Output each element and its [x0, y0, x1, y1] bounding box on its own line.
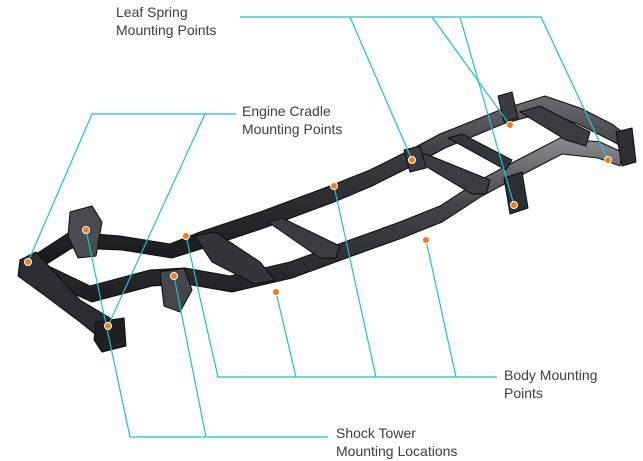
marker-leaf-spring-3 — [507, 122, 514, 129]
near-side-rail — [22, 138, 622, 302]
shock-tower-label: Shock Tower Mounting Locations — [336, 424, 457, 460]
leaf-spring-leader — [240, 17, 608, 160]
engine-cradle-leader-2 — [108, 114, 205, 326]
marker-leaf-spring-4 — [511, 202, 518, 209]
body-mounting-label-line1: Body Mounting — [504, 366, 597, 384]
engine-cradle-label: Engine Cradle Mounting Points — [242, 102, 342, 138]
marker-body-mount-2 — [273, 289, 280, 296]
marker-shock-tower-2 — [171, 273, 178, 280]
shock-tower-label-line1: Shock Tower — [336, 424, 457, 442]
leaf-spring-label-line1: Leaf Spring — [116, 3, 216, 21]
body-mounting-leader-3 — [334, 186, 376, 377]
marker-engine-cradle-1 — [25, 259, 32, 266]
leaf-spring-leader-3 — [432, 17, 510, 125]
marker-leaf-spring-2 — [409, 157, 416, 164]
marker-engine-cradle-2 — [105, 323, 112, 330]
marker-body-mount-4 — [423, 237, 430, 244]
shock-tower-label-line2: Mounting Locations — [336, 442, 457, 460]
engine-cradle-label-line1: Engine Cradle — [242, 102, 342, 120]
body-mounting-label-line2: Points — [504, 384, 597, 402]
marker-leaf-spring-1 — [605, 157, 612, 164]
leaf-spring-label-line2: Mounting Points — [116, 21, 216, 39]
body-mounting-leader-2 — [276, 292, 296, 377]
shock-tower-leader-2 — [174, 276, 206, 437]
engine-cradle-label-line2: Mounting Points — [242, 120, 342, 138]
body-mounting-label: Body Mounting Points — [504, 366, 597, 402]
marker-body-mount-3 — [331, 183, 338, 190]
mounting-markers — [25, 122, 612, 330]
body-mounting-leader-4 — [426, 240, 456, 377]
marker-shock-tower-1 — [83, 227, 90, 234]
marker-body-mount-1 — [183, 233, 190, 240]
leaf-spring-label: Leaf Spring Mounting Points — [116, 3, 216, 39]
cross-member-2 — [268, 218, 340, 258]
leaf-spring-leader-2 — [350, 17, 412, 160]
